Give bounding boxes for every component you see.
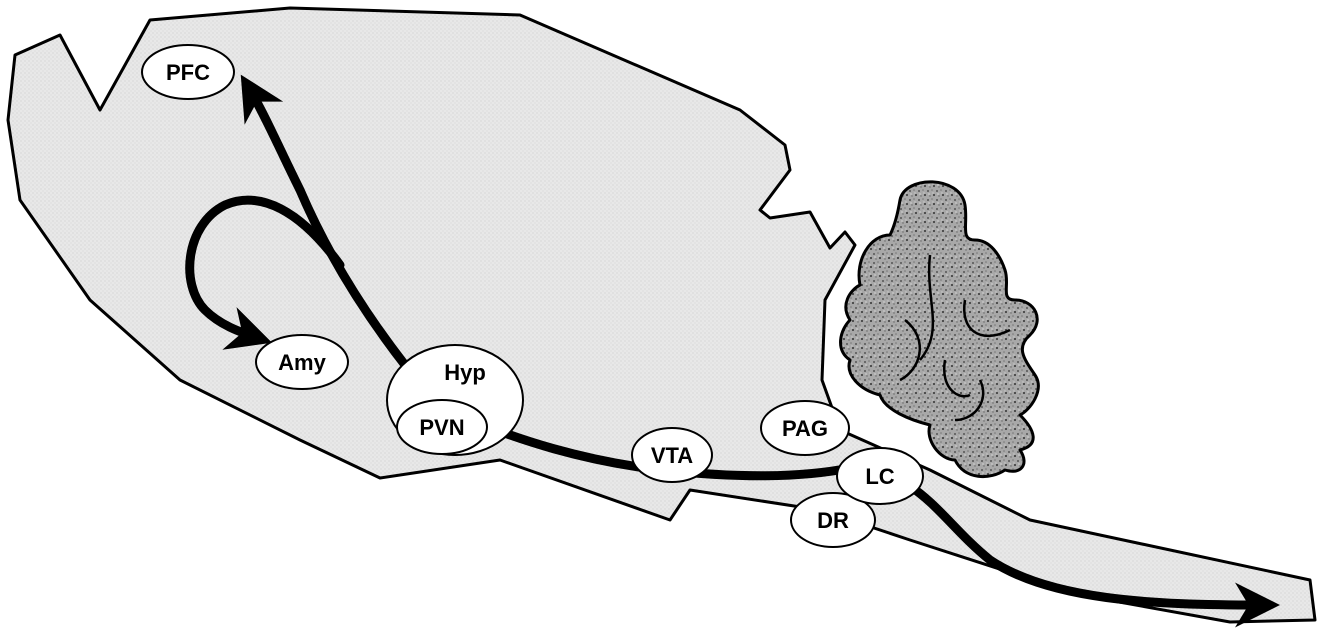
label-pag: PAG [782, 416, 828, 441]
label-hyp: Hyp [444, 360, 486, 385]
node-pvn: PVN [397, 400, 487, 454]
node-pfc: PFC [142, 45, 234, 99]
node-vta: VTA [632, 428, 712, 482]
node-pag: PAG [761, 401, 849, 455]
label-pfc: PFC [166, 60, 210, 85]
node-lc: LC [837, 448, 923, 504]
cerebellum [841, 182, 1039, 477]
node-amy: Amy [256, 335, 348, 389]
label-dr: DR [817, 508, 849, 533]
label-amy: Amy [278, 350, 326, 375]
label-lc: LC [865, 464, 894, 489]
label-vta: VTA [651, 443, 693, 468]
label-pvn: PVN [419, 415, 464, 440]
